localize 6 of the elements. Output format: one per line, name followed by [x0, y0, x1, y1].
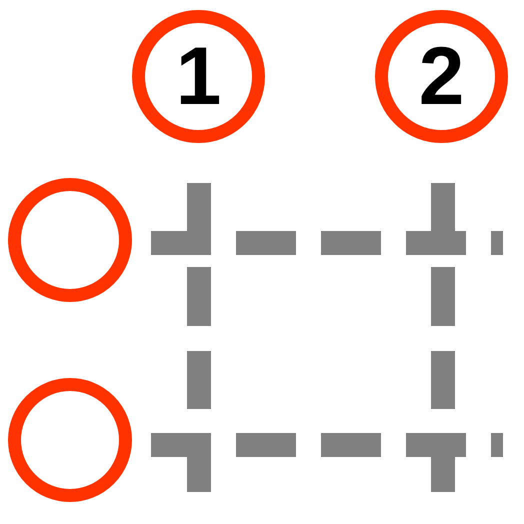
empty-circle: [8, 178, 132, 302]
numbered-circle: [132, 10, 265, 143]
column-number: 2: [418, 36, 464, 118]
numbered-circle: [375, 10, 508, 143]
column-number: 1: [176, 36, 222, 118]
empty-circle: [8, 378, 132, 502]
